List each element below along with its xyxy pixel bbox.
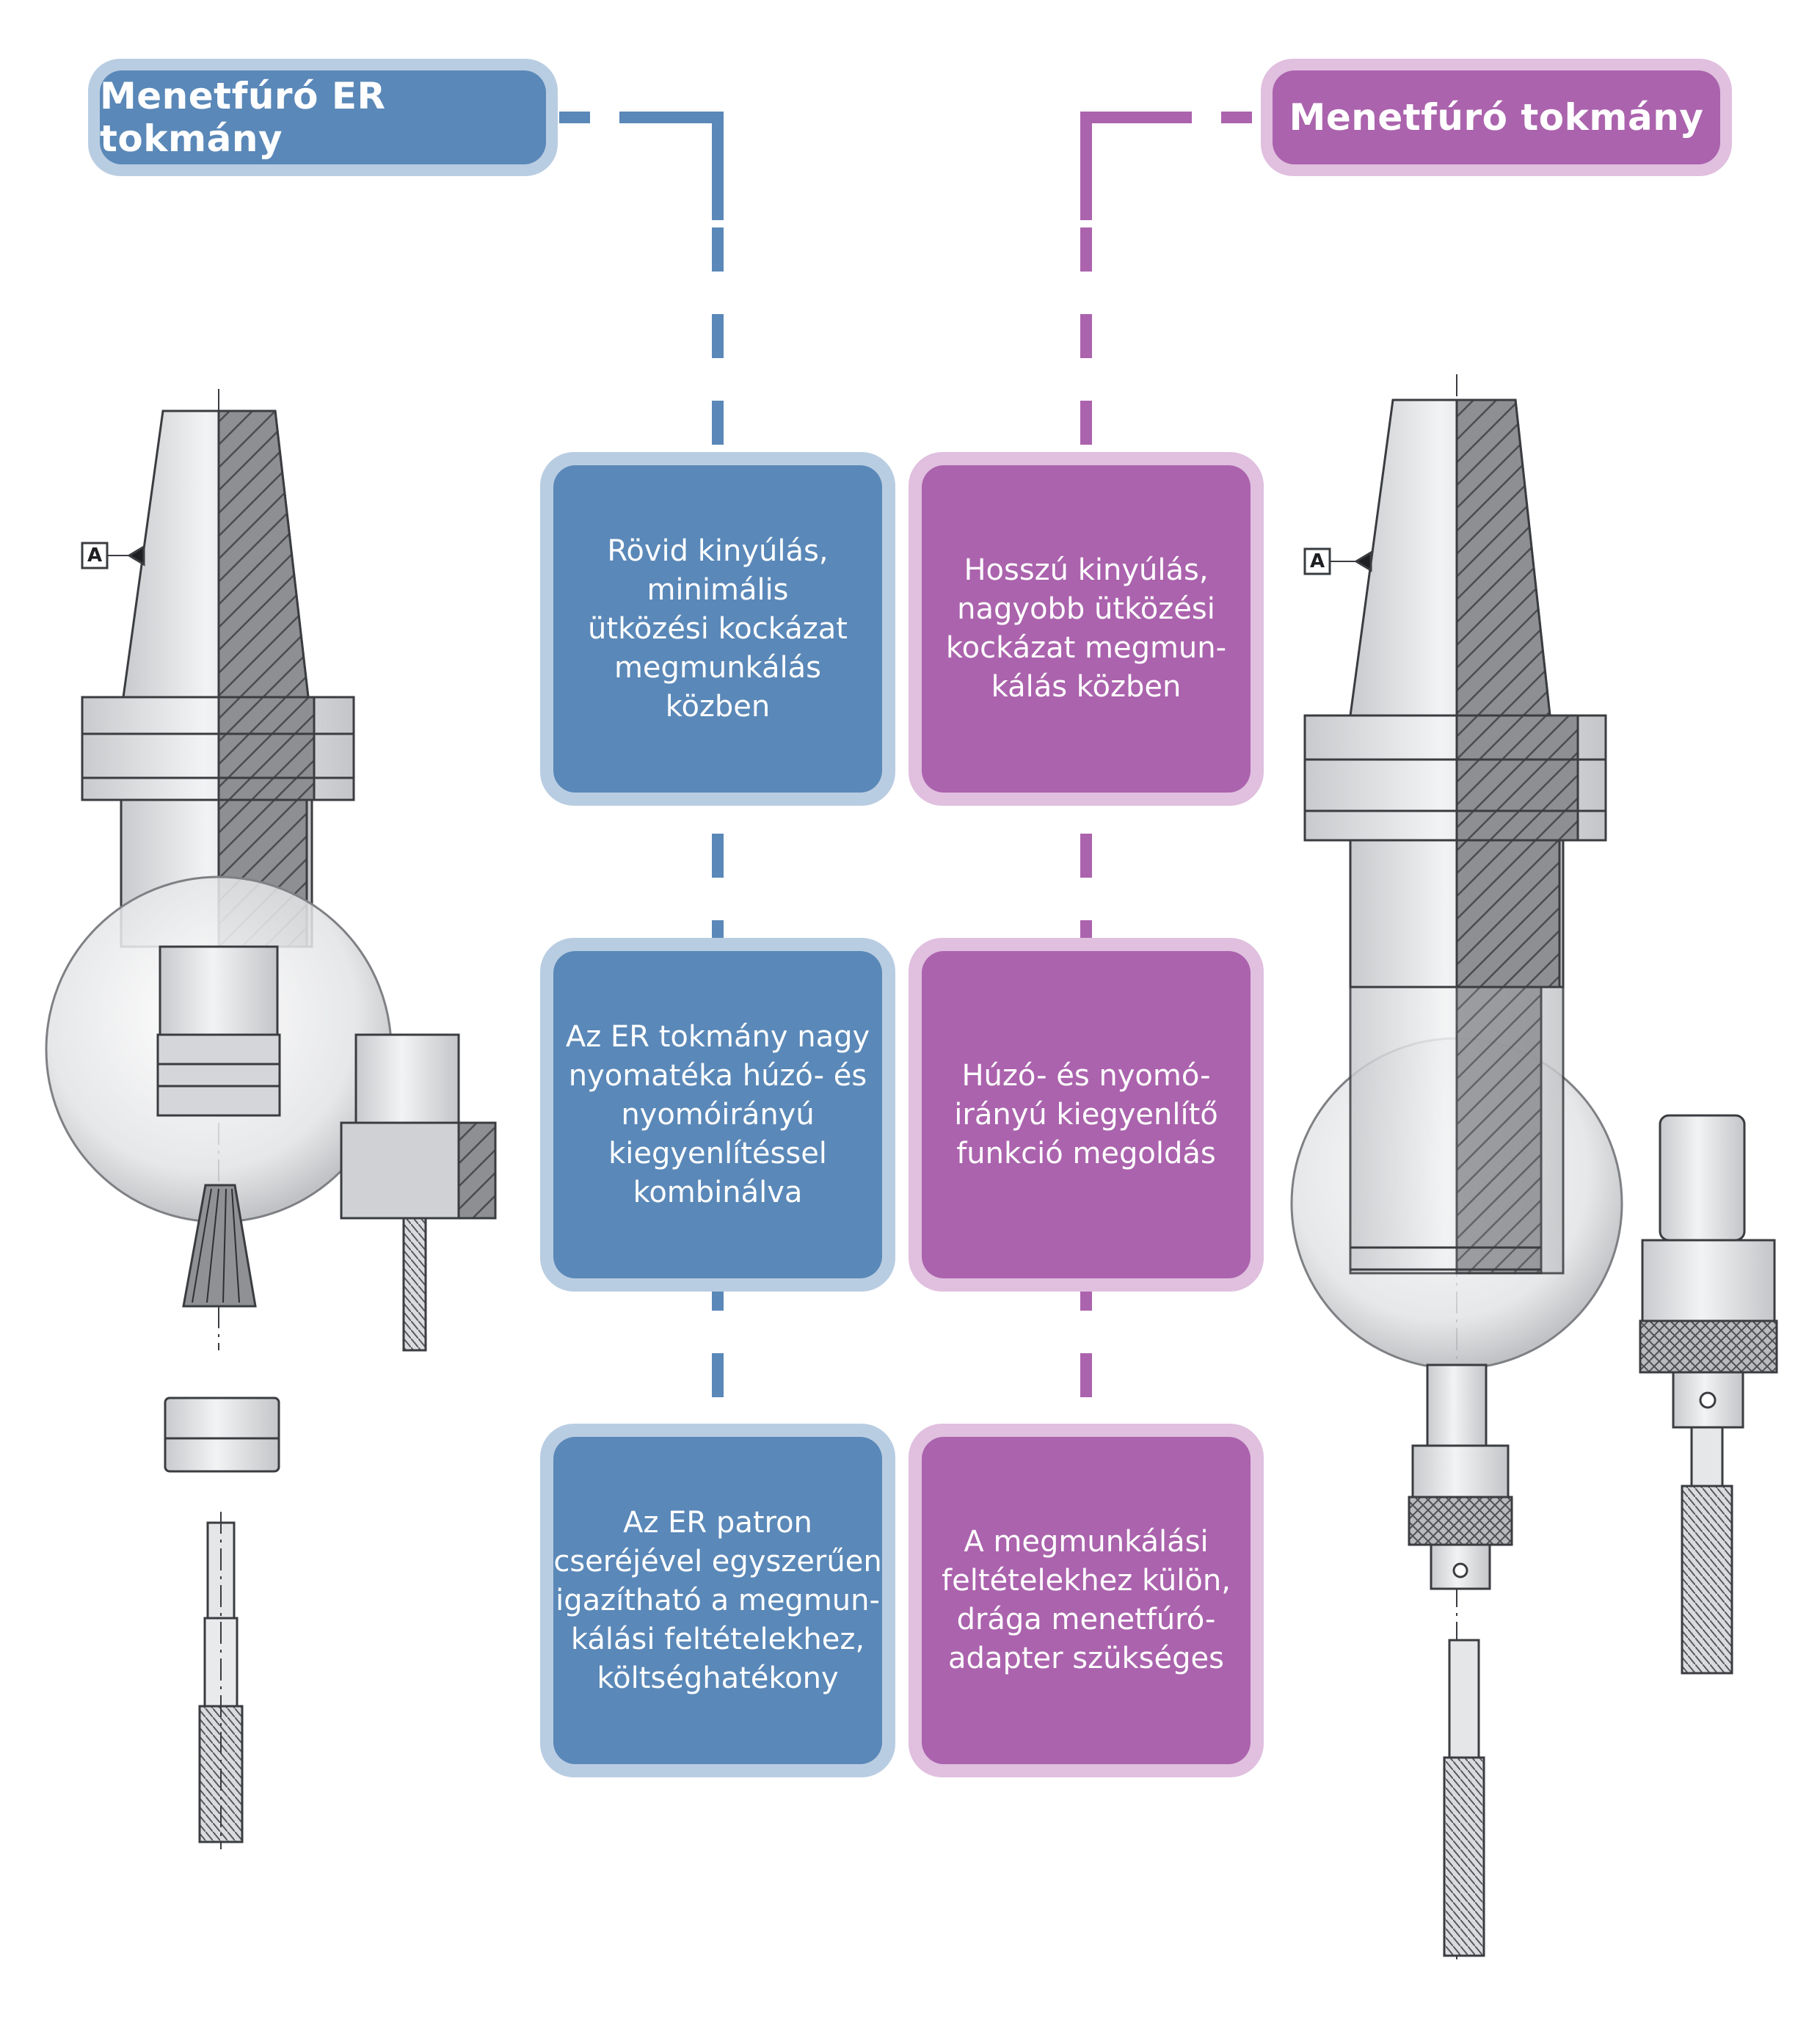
tap-feature-3-line-3: drága menetfúró- xyxy=(956,1603,1216,1636)
er-feature-box-1: Rövid kinyúlás, minimális ütközési kocká… xyxy=(540,452,895,806)
tap-feature-1-line-3: kockázat megmun- xyxy=(945,631,1227,665)
er-feature-3-line-5: költséghatékony xyxy=(597,1661,839,1695)
tap-feature-1-line-4: kálás közben xyxy=(991,670,1182,704)
er-feature-1-line-2: minimális xyxy=(647,572,789,607)
er-feature-box-3: Az ER patron cseréjével egyszerűen igazí… xyxy=(540,1424,895,1777)
er-feature-1-line-5: közben xyxy=(665,689,771,724)
er-tap-chuck-drawing xyxy=(45,389,497,1849)
er-feature-2-line-5: kombinálva xyxy=(633,1175,803,1209)
er-feature-1-line-3: ütközési kockázat xyxy=(588,611,848,646)
tap-feature-3-line-4: adapter szükséges xyxy=(948,1642,1224,1675)
er-feature-3-line-2: cseréjével egyszerűen xyxy=(553,1544,882,1578)
datum-label-left: A xyxy=(87,545,103,567)
er-feature-2-line-2: nyomatéka húzó- és xyxy=(568,1058,867,1093)
er-feature-2-line-4: kiegyenlítéssel xyxy=(608,1136,827,1170)
er-feature-2-line-1: Az ER tokmány nagy xyxy=(565,1019,870,1054)
tap-feature-3-line-1: A megmunkálási xyxy=(964,1525,1209,1559)
er-feature-box-2: Az ER tokmány nagy nyomatéka húzó- és ny… xyxy=(540,938,895,1292)
tap-chuck-drawing xyxy=(1290,374,1778,1959)
tap-feature-box-1: Hosszú kinyúlás, nagyobb ütközési kockáz… xyxy=(909,452,1264,806)
tap-feature-1-line-1: Hosszú kinyúlás, xyxy=(964,553,1209,587)
tap-feature-box-3: A megmunkálási feltételekhez külön, drág… xyxy=(909,1424,1264,1777)
tap-feature-box-2: Húzó- és nyomó- irányú kiegyenlítő funkc… xyxy=(909,938,1264,1292)
tap-chuck-header: Menetfúró tokmány xyxy=(1261,59,1732,176)
er-feature-3-line-4: kálási feltételekhez, xyxy=(570,1622,865,1656)
datum-label-right: A xyxy=(1309,550,1325,572)
tap-feature-2-line-2: irányú kiegyenlítő xyxy=(954,1097,1218,1132)
er-feature-3-line-1: Az ER patron xyxy=(623,1505,812,1540)
er-feature-1-line-4: megmunkálás xyxy=(614,650,822,685)
er-tap-chuck-header: Menetfúró ER tokmány xyxy=(88,59,558,176)
purple-connector xyxy=(1080,112,1259,1534)
er-feature-2-line-3: nyomóirányú xyxy=(621,1097,815,1132)
er-feature-3-line-3: igazítható a megmun- xyxy=(556,1583,880,1617)
tap-feature-1-line-2: nagyobb ütközési xyxy=(957,592,1215,626)
tap-feature-3-line-2: feltételekhez külön, xyxy=(942,1564,1231,1598)
tap-feature-2-line-1: Húzó- és nyomó- xyxy=(961,1058,1211,1093)
tap-chuck-title: Menetfúró tokmány xyxy=(1273,70,1720,164)
tap-feature-2-line-3: funkció megoldás xyxy=(956,1136,1216,1170)
er-tap-chuck-title: Menetfúró ER tokmány xyxy=(100,70,546,164)
er-feature-1-line-1: Rövid kinyúlás, xyxy=(607,534,829,568)
blue-connector xyxy=(559,112,724,1534)
